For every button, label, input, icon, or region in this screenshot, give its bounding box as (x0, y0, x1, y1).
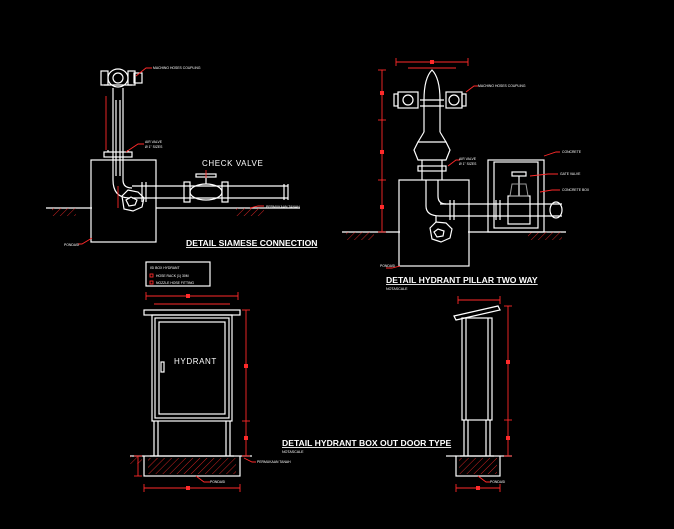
siamese-air-valve-note: AIR VALVE (145, 140, 163, 144)
hydrant-box-subtitle: NOTASCALE (282, 450, 304, 454)
box-front-ground-note: PERMUKAAN TANAH (257, 460, 291, 464)
hydrant-box-title: DETAIL HYDRANT BOX OUT DOOR TYPE (282, 438, 451, 448)
box-front-footing-note: PONDASI (210, 480, 225, 484)
pillar-air-valve-note: AIR VALVE (459, 157, 477, 161)
hydrant-door-label: HYDRANT (174, 357, 217, 366)
pillar-air-valve-size-note: Ø 1" SIZES (459, 162, 477, 166)
hydrant-pillar-title: DETAIL HYDRANT PILLAR TWO WAY (386, 275, 538, 285)
box-legend-title: ISI BOX HYDRANT (150, 266, 180, 270)
box-legend-item-2: NOZZLE HOSE FITTING (156, 281, 194, 285)
pillar-coupling-note: MACHINO HOSES COUPLING (478, 84, 526, 88)
pillar-concrete-note: CONCRETE (562, 150, 582, 154)
siamese-coupling-note: MACHINO HOSES COUPLING (153, 66, 201, 70)
pillar-gate-valve-note: GATE VALVE (560, 172, 581, 176)
siamese-ground-note: PERMUKAAN TANAH (266, 205, 300, 209)
box-side-footing-note: PONDASI (490, 480, 505, 484)
hydrant-box-side-view: PONDASI (446, 296, 512, 492)
siamese-air-valve-size-note: Ø 1" SIZES (145, 145, 163, 149)
hydrant-box-front-view: ISI BOX HYDRANT HOSE RACK (1) 30M NOZZLE… (130, 261, 291, 492)
siamese-connection-detail: MACHINO HOSES COUPLING AIR VALVE Ø 1" SI… (46, 66, 317, 248)
check-valve-label: CHECK VALVE (202, 159, 263, 168)
box-legend-item-1: HOSE RACK (1) 30M (156, 274, 189, 278)
siamese-footing-note: PONDASI (64, 243, 79, 247)
pillar-box-note: CONCRETE BOX (562, 188, 590, 192)
siamese-connection-title: DETAIL SIAMESE CONNECTION (186, 238, 317, 248)
hydrant-pillar-detail: MACHINO HOSES COUPLING AIR VALVE Ø 1" SI… (342, 58, 590, 291)
pillar-footing-note: PONDASI (380, 264, 395, 268)
hydrant-pillar-subtitle: NOTASCALE (386, 287, 408, 291)
